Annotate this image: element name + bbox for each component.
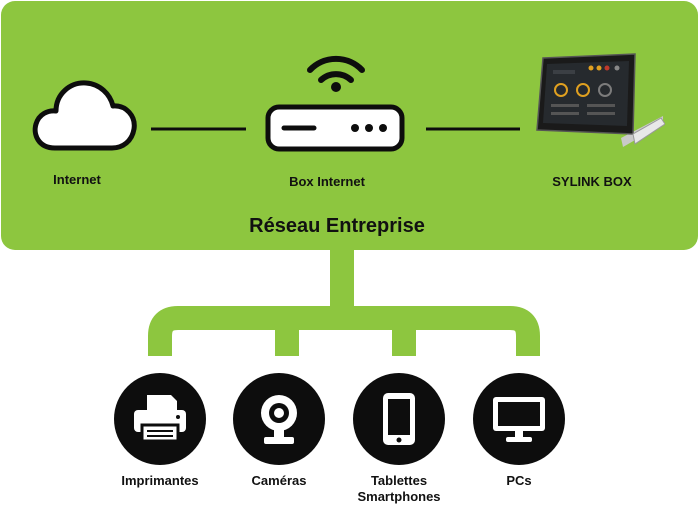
monitor-icon xyxy=(493,397,545,442)
pc-device xyxy=(473,373,565,465)
tablet-icon xyxy=(383,393,415,445)
sylink-box-device-icon xyxy=(536,53,665,147)
branch-line xyxy=(148,306,540,356)
device-label-line: Caméras xyxy=(251,473,307,488)
device-label-cameras: Caméras xyxy=(252,473,307,489)
webcam-icon xyxy=(261,395,297,444)
device-label-line: Tablettes xyxy=(370,473,428,488)
device-label-tablets: Tablettes Smartphones xyxy=(357,473,440,505)
device-label-pcs: PCs xyxy=(506,473,531,489)
node-label-sylink-box: SYLINK BOX xyxy=(552,174,632,189)
printer-icon xyxy=(134,395,186,443)
printer-device xyxy=(114,373,206,465)
device-label-line: PCs xyxy=(506,473,532,488)
node-label-internet: Internet xyxy=(53,172,101,187)
device-label-line: Smartphones xyxy=(357,489,441,504)
node-label-box-internet: Box Internet xyxy=(289,174,365,189)
camera-device xyxy=(233,373,325,465)
device-label-line: Imprimantes xyxy=(121,473,199,488)
device-label-printers: Imprimantes xyxy=(121,473,198,489)
tablet-device xyxy=(353,373,445,465)
network-title: Réseau Entreprise xyxy=(249,215,425,237)
cloud-icon xyxy=(32,80,137,151)
router-icon xyxy=(265,55,405,152)
